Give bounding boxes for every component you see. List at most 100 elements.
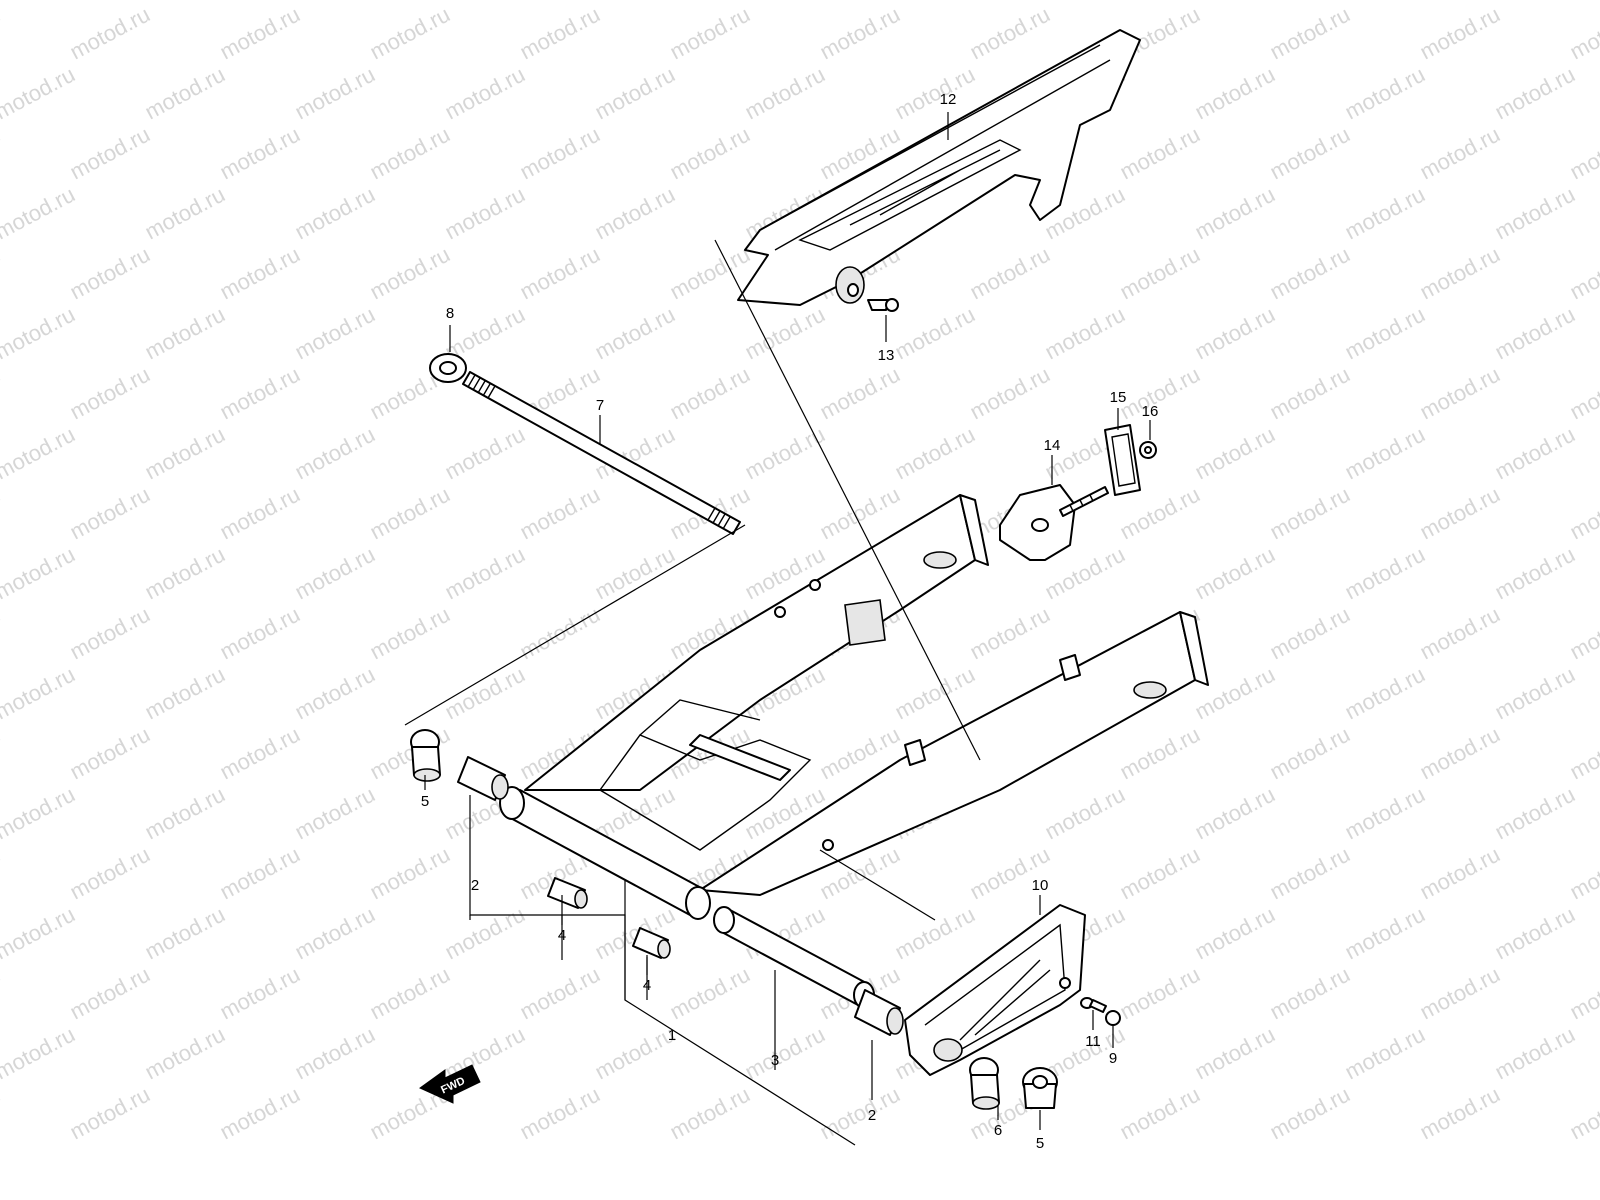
callout-2b[interactable]: 2: [868, 1107, 876, 1124]
watermark-text: motod.ru: [66, 482, 154, 545]
watermark-text: motod.ru: [516, 602, 604, 665]
watermark-text: motod.ru: [1116, 122, 1204, 185]
watermark-text: motod.ru: [1491, 1022, 1579, 1085]
chain-guide-part[interactable]: [904, 904, 1086, 1076]
watermark-text: motod.ru: [966, 362, 1054, 425]
watermark-text: motod.ru: [1191, 542, 1279, 605]
callout-13[interactable]: 13: [878, 347, 895, 364]
forward-arrow: FWD: [419, 1064, 481, 1104]
callout-14[interactable]: 14: [1044, 437, 1061, 454]
watermark-text: motod.ru: [66, 602, 154, 665]
watermark-text: motod.ru: [516, 2, 604, 65]
watermark-text: motod.ru: [1341, 1022, 1429, 1085]
dust-seal-5a-part[interactable]: [410, 729, 441, 782]
watermark-text: motod.ru: [1266, 242, 1354, 305]
bearing-2b-part[interactable]: [854, 989, 904, 1036]
watermark-text: motod.ru: [1191, 62, 1279, 125]
watermark-text: motod.ru: [1041, 782, 1129, 845]
watermark-text: motod.ru: [1491, 662, 1579, 725]
watermark-text: motod.ru: [141, 902, 229, 965]
watermark-text: motod.ru: [966, 842, 1054, 905]
watermark-text: motod.ru: [1491, 902, 1579, 965]
pivot-nut-part[interactable]: [429, 353, 467, 383]
watermark-text: motod.ru: [891, 302, 979, 365]
watermark-text: motod.ru: [1491, 62, 1579, 125]
watermark-text: motod.ru: [1191, 0, 1279, 4]
needle-bearing-4b-part[interactable]: [632, 927, 671, 959]
swingarm-part[interactable]: [499, 494, 1209, 920]
watermark-text: motod.ru: [66, 122, 154, 185]
watermark-text: motod.ru: [0, 602, 4, 665]
watermark-text: motod.ru: [141, 0, 229, 4]
callout-2a[interactable]: 2: [471, 877, 479, 894]
bolt-10-part[interactable]: [1089, 999, 1121, 1026]
callout-16[interactable]: 16: [1142, 403, 1159, 420]
watermark-text: motod.ru: [1491, 0, 1579, 4]
watermark-text: motod.ru: [591, 182, 679, 245]
watermark-text: motod.ru: [516, 482, 604, 545]
callout-4b[interactable]: 4: [643, 977, 651, 994]
watermark-text: motod.ru: [216, 482, 304, 545]
watermark-text: motod.ru: [291, 62, 379, 125]
watermark-text: motod.ru: [741, 422, 829, 485]
callout-9[interactable]: 10: [1032, 877, 1049, 894]
dust-seal-5b-part[interactable]: [969, 1057, 1000, 1110]
watermark-text: motod.ru: [291, 782, 379, 845]
watermark-text: motod.ru: [0, 1022, 79, 1085]
callout-4a[interactable]: 4: [558, 927, 566, 944]
watermark-text: motod.ru: [516, 242, 604, 305]
callout-7[interactable]: 8: [446, 305, 454, 322]
watermark-text: motod.ru: [66, 1082, 154, 1145]
watermark-text: motod.ru: [591, 302, 679, 365]
watermark-text: motod.ru: [216, 122, 304, 185]
watermark-text: motod.ru: [591, 1022, 679, 1085]
callout-12[interactable]: 12: [940, 91, 957, 108]
watermark-text: motod.ru: [141, 182, 229, 245]
watermark-text: motod.ru: [666, 962, 754, 1025]
watermark-text: motod.ru: [141, 542, 229, 605]
callout-11[interactable]: 11: [1085, 1033, 1101, 1050]
watermark-text: motod.ru: [1416, 842, 1504, 905]
watermark-text: motod.ru: [291, 422, 379, 485]
watermark-text: motod.ru: [1491, 782, 1579, 845]
watermark-text: motod.ru: [0, 362, 4, 425]
callout-5a[interactable]: 5: [421, 793, 429, 810]
callout-8[interactable]: 5: [1036, 1135, 1044, 1152]
callout-15[interactable]: 15: [1110, 389, 1127, 406]
watermark-text: motod.ru: [66, 842, 154, 905]
needle-bearing-4a-part[interactable]: [547, 877, 588, 909]
watermark-text: motod.ru: [0, 422, 79, 485]
callout-6[interactable]: 7: [596, 397, 604, 414]
watermark-text: motod.ru: [216, 722, 304, 785]
callout-3[interactable]: 3: [771, 1052, 779, 1069]
bearing-2a-part[interactable]: [457, 756, 509, 801]
watermark-text: motod.ru: [66, 722, 154, 785]
watermark-text: motod.ru: [366, 842, 454, 905]
watermark-text: motod.ru: [1116, 722, 1204, 785]
watermark-text: motod.ru: [516, 122, 604, 185]
watermark-text: motod.ru: [216, 362, 304, 425]
callout-10[interactable]: 9: [1109, 1050, 1117, 1067]
chain-case-part[interactable]: [737, 29, 1141, 306]
watermark-text: motod.ru: [1041, 302, 1129, 365]
adjuster-cap-part[interactable]: [1104, 424, 1141, 496]
callout-5b[interactable]: 6: [994, 1122, 1002, 1139]
screw-13-part[interactable]: [867, 298, 899, 312]
watermark-text: motod.ru: [0, 0, 79, 4]
watermark-text: motod.ru: [441, 422, 529, 485]
watermark-text: motod.ru: [1191, 182, 1279, 245]
watermark-text: motod.ru: [0, 482, 4, 545]
watermark-text: motod.ru: [1341, 422, 1429, 485]
nut-8-part[interactable]: [1022, 1067, 1058, 1109]
watermark-text: motod.ru: [1566, 242, 1600, 305]
pivot-shaft-part[interactable]: [462, 371, 741, 535]
nut-16-part[interactable]: [1139, 441, 1157, 459]
adjuster-plate-part[interactable]: [999, 484, 1109, 561]
watermark-text: motod.ru: [366, 2, 454, 65]
watermark-text: motod.ru: [891, 902, 979, 965]
callout-1[interactable]: 1: [668, 1027, 676, 1044]
watermark-text: motod.ru: [66, 962, 154, 1025]
watermark-text: motod.ru: [1566, 1082, 1600, 1145]
watermark-text: motod.ru: [1191, 422, 1279, 485]
watermark-text: motod.ru: [1041, 0, 1129, 4]
